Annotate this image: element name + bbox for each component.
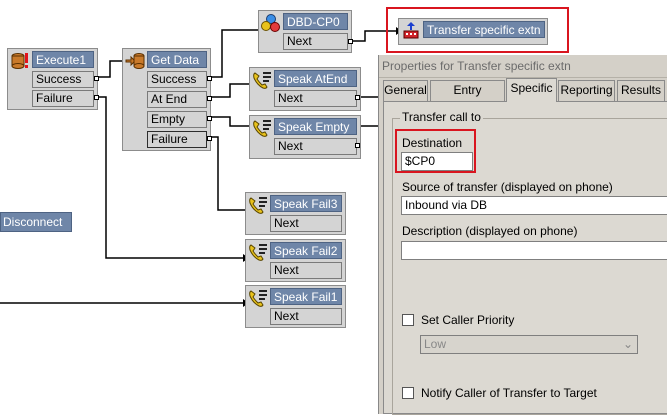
node-title: Speak Fail2 — [270, 242, 342, 259]
node-title: Speak Fail3 — [270, 195, 342, 212]
speak-fail3-node[interactable]: Speak Fail3 Next — [245, 192, 346, 235]
tab-general[interactable]: General — [383, 80, 428, 101]
set-caller-priority-checkbox[interactable] — [402, 314, 414, 326]
description-label: Description (displayed on phone) — [402, 224, 578, 238]
tab-entry-prompts[interactable]: Entry Prompts — [430, 80, 505, 116]
notify-caller-label: Notify Caller of Transfer to Target — [421, 386, 597, 400]
output-pin[interactable] — [355, 143, 360, 148]
port-at-end[interactable]: At End — [147, 91, 207, 108]
phone-speak-icon — [253, 120, 271, 137]
port-success[interactable]: Success — [147, 71, 207, 88]
node-title: Transfer specific extn — [423, 21, 545, 38]
colored-balls-icon — [261, 14, 280, 32]
port-failure[interactable]: Failure — [32, 90, 94, 107]
phone-speak-icon — [253, 72, 271, 89]
node-title: DBD-CP0 — [283, 13, 348, 30]
port-failure[interactable]: Failure — [147, 131, 207, 148]
node-title: Speak Fail1 — [270, 288, 342, 305]
node-title: Execute1 — [32, 51, 94, 68]
node-title: Get Data — [147, 51, 207, 68]
port-success[interactable]: Success — [32, 71, 94, 88]
output-pin[interactable] — [94, 76, 99, 81]
destination-field[interactable]: $CP0 — [401, 152, 473, 171]
speak-atend-node[interactable]: Speak AtEnd Next — [249, 67, 361, 111]
phone-speak-icon — [249, 197, 267, 214]
execute-node[interactable]: Execute1 Success Failure — [7, 48, 99, 110]
database-execute-icon — [11, 53, 28, 69]
dbd-cp0-node[interactable]: DBD-CP0 Next — [258, 10, 353, 53]
set-caller-priority-label: Set Caller Priority — [421, 313, 515, 327]
output-pin[interactable] — [348, 39, 353, 44]
output-pin[interactable] — [207, 96, 212, 101]
speak-fail2-node[interactable]: Speak Fail2 Next — [245, 239, 346, 282]
tab-specific[interactable]: Specific — [506, 78, 557, 102]
phone-speak-icon — [249, 290, 267, 307]
description-field[interactable] — [401, 241, 667, 260]
destination-highlight — [395, 129, 476, 173]
port-next[interactable]: Next — [274, 90, 357, 107]
specific-tab-page: Transfer call to Destination $CP0 Source… — [383, 101, 667, 415]
port-next[interactable]: Next — [270, 262, 342, 279]
speak-empty-node[interactable]: Speak Empty Next — [249, 115, 361, 159]
source-label: Source of transfer (displayed on phone) — [402, 180, 613, 194]
output-pin[interactable] — [355, 95, 360, 100]
priority-select[interactable]: Low ⌄ — [420, 335, 638, 354]
transfer-node[interactable]: Transfer specific extn — [398, 18, 548, 45]
disconnect-node[interactable]: Disconnect — [0, 212, 72, 232]
output-pin[interactable] — [207, 136, 212, 141]
port-next[interactable]: Next — [283, 33, 348, 50]
port-next[interactable]: Next — [274, 138, 357, 155]
source-field[interactable]: Inbound via DB — [401, 196, 667, 215]
get-data-node[interactable]: Get Data Success At End Empty Failure — [122, 48, 212, 151]
transfer-phone-icon — [403, 22, 419, 39]
notify-caller-checkbox[interactable] — [402, 387, 414, 399]
destination-label: Destination — [402, 136, 463, 150]
chevron-down-icon: ⌄ — [622, 337, 633, 351]
phone-speak-icon — [249, 244, 267, 261]
output-pin[interactable] — [207, 76, 212, 81]
database-arrow-icon — [125, 53, 145, 69]
port-next[interactable]: Next — [270, 308, 342, 325]
port-next[interactable]: Next — [270, 215, 342, 232]
properties-title: Properties for Transfer specific extn — [379, 55, 667, 78]
node-title: Speak AtEnd — [274, 70, 357, 87]
tab-reporting[interactable]: Reporting — [558, 80, 615, 101]
node-title: Speak Empty — [274, 118, 357, 135]
port-empty[interactable]: Empty — [147, 111, 207, 128]
tab-results[interactable]: Results — [617, 80, 665, 101]
priority-value: Low — [424, 337, 447, 351]
properties-panel: Properties for Transfer specific extn Ge… — [378, 55, 667, 415]
speak-fail1-node[interactable]: Speak Fail1 Next — [245, 285, 346, 328]
output-pin[interactable] — [94, 95, 99, 100]
group-label: Transfer call to — [400, 110, 483, 124]
transfer-highlight — [386, 7, 569, 53]
output-pin[interactable] — [207, 116, 212, 121]
